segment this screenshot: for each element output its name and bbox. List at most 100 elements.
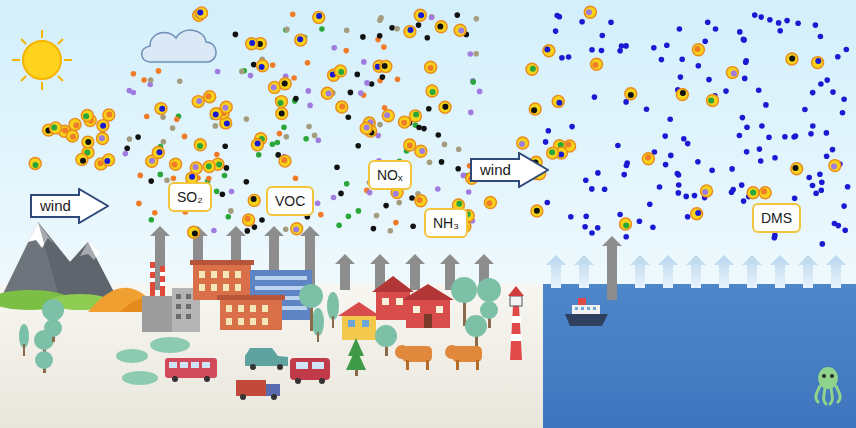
dms-particle (681, 136, 687, 142)
particle-core (437, 24, 443, 30)
emission-arrow (546, 255, 566, 288)
particle-core (222, 105, 228, 111)
dms-particle (729, 190, 735, 196)
dms-particle (808, 131, 814, 137)
emission-label-box: NOₓ (368, 160, 412, 190)
dms-particle (647, 202, 653, 208)
gas-particle (348, 90, 354, 96)
particle-core (255, 140, 261, 146)
coated-particle (707, 95, 719, 107)
particle-core (702, 189, 708, 195)
dms-particle (819, 188, 825, 194)
gas-particle (244, 116, 250, 122)
coated-particle (257, 60, 269, 72)
gas-particle (455, 166, 461, 172)
gas-particle (251, 62, 257, 68)
dms-particle (739, 182, 745, 188)
dms-particle (545, 200, 551, 206)
wind-arrow-outline (471, 153, 548, 187)
gas-particle (244, 179, 250, 185)
gas-particle (127, 136, 133, 142)
coated-particle (584, 6, 596, 18)
dms-particle (644, 106, 650, 112)
particle-core (189, 174, 195, 180)
gas-particle (416, 125, 422, 131)
dms-particle (772, 155, 778, 161)
gas-particle (177, 78, 183, 84)
dms-particle (685, 141, 691, 147)
coated-particle (415, 145, 427, 157)
particle-core (205, 93, 211, 99)
particle-core (83, 113, 89, 119)
particle-core (793, 165, 799, 171)
emission-arrow (658, 255, 678, 288)
gas-particle (429, 14, 435, 20)
particle-core (708, 98, 714, 104)
particle-core (149, 158, 155, 164)
particle-core (326, 90, 332, 96)
coated-particle (196, 7, 208, 19)
gas-particle (426, 106, 432, 112)
particle-core (566, 142, 572, 148)
dms-particle (617, 48, 623, 54)
gas-particle (361, 59, 367, 65)
dms-particle (705, 19, 711, 25)
gas-particle (344, 181, 350, 187)
gas-particle (338, 191, 344, 197)
dms-particle (651, 45, 657, 51)
dms-particle (650, 225, 656, 231)
gas-particle (380, 74, 386, 80)
gas-particle (307, 103, 313, 109)
particle-core (731, 70, 737, 76)
dms-particle (559, 55, 565, 61)
dms-particle (696, 63, 702, 69)
gas-particle (303, 136, 309, 142)
gas-particle (229, 189, 235, 195)
dms-particle (763, 102, 769, 108)
gas-particle (158, 172, 164, 178)
dms-particle (662, 133, 668, 139)
dms-particle (757, 146, 763, 152)
dms-particle (637, 219, 643, 225)
sea (543, 284, 856, 428)
dms-particle (668, 153, 674, 159)
dms-particle (729, 166, 735, 172)
aerosol-particles (29, 6, 850, 247)
dms-particle (840, 110, 846, 116)
dms-particle (621, 172, 627, 178)
gas-particle (377, 122, 383, 128)
particle-core (623, 222, 629, 228)
dms-particle (776, 20, 782, 26)
coated-particle (279, 78, 291, 90)
coated-particle (415, 195, 427, 207)
gas-particle (222, 143, 228, 149)
dms-particle (677, 26, 683, 32)
dms-particle (566, 54, 572, 60)
coated-particle (517, 137, 529, 149)
dms-particle (791, 134, 797, 140)
emission-label-box: NH₃ (424, 208, 468, 238)
dms-particle (784, 18, 790, 24)
coated-particle (291, 223, 303, 235)
emission-arrow (686, 255, 706, 288)
gas-particle (248, 73, 254, 79)
coated-particle (194, 139, 206, 151)
dms-particle (569, 124, 575, 130)
dms-particle (766, 135, 772, 141)
coated-particle (251, 139, 263, 151)
coated-particle (426, 85, 438, 97)
dms-particle (599, 48, 605, 54)
coated-particle (248, 194, 260, 206)
gas-particle (334, 164, 340, 170)
dms-particle (777, 28, 783, 34)
gas-particle (293, 175, 299, 181)
coated-particle (170, 158, 182, 170)
dms-particle (813, 191, 819, 197)
particle-core (316, 13, 322, 19)
particle-core (271, 85, 277, 91)
gas-particle (233, 32, 239, 38)
dms-particle (617, 212, 623, 218)
dms-particle (741, 37, 747, 43)
emission-arrow (826, 255, 846, 288)
gas-particle (156, 68, 162, 74)
